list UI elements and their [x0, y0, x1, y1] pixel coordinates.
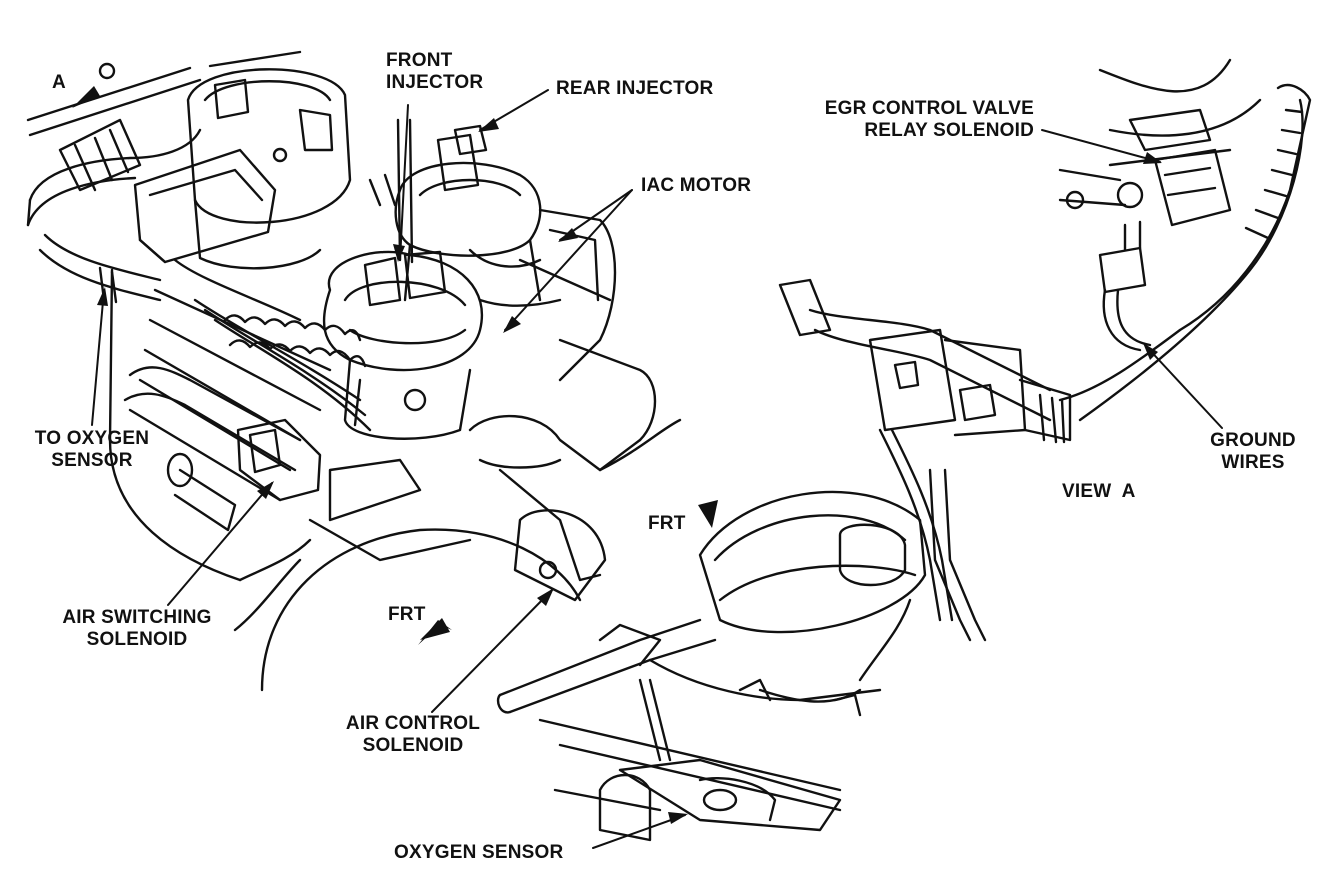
view-a-bracket	[1058, 58, 1262, 210]
view-a-connectors	[778, 278, 1072, 444]
egr-valve-block	[133, 148, 277, 264]
label-ground-wires: GROUND WIRES	[1210, 430, 1296, 473]
fuel-lines	[396, 118, 562, 307]
air-pump-tube	[123, 366, 302, 532]
label-rear-injector: REAR INJECTOR	[556, 78, 714, 99]
label-air-control-solenoid: AIR CONTROL SOLENOID	[345, 713, 481, 756]
arrowheads	[72, 86, 1162, 824]
egr-relay-solenoid-part	[1098, 148, 1232, 294]
firewall-lines	[26, 50, 302, 137]
rear-throttle-body	[394, 124, 542, 302]
distributor	[186, 68, 352, 270]
label-egr-control-valve-relay-solenoid: EGR CONTROL VALVE RELAY SOLENOID	[824, 98, 1034, 141]
air-control-area	[308, 414, 682, 602]
label-view-marker-a: A	[52, 72, 66, 93]
engine-front-arc	[233, 528, 582, 692]
throttle-body	[322, 250, 483, 440]
air-switching-solenoid-part	[236, 418, 322, 502]
leader-lines	[91, 89, 1223, 849]
engine-left-bank	[108, 258, 372, 582]
label-oxygen-sensor: OXYGEN SENSOR	[394, 842, 564, 863]
intake-manifold	[368, 173, 657, 442]
label-front-injector: FRONT INJECTOR	[386, 50, 484, 93]
view-a-nut-icon	[98, 62, 116, 80]
left-harness	[26, 118, 202, 304]
label-air-switching-solenoid: AIR SWITCHING SOLENOID	[62, 607, 212, 650]
label-frt-right: FRT	[648, 513, 686, 534]
under-harness	[638, 428, 987, 762]
label-to-oxygen-sensor: TO OXYGEN SENSOR	[34, 428, 150, 471]
label-view-a: VIEW A	[1062, 481, 1136, 502]
label-frt-left: FRT	[388, 604, 426, 625]
catalytic-converter	[698, 490, 927, 634]
frame-rail	[538, 718, 842, 842]
label-iac-motor: IAC MOTOR	[641, 175, 752, 196]
exhaust-pipe	[496, 618, 882, 714]
view-a-loom	[1058, 83, 1312, 422]
